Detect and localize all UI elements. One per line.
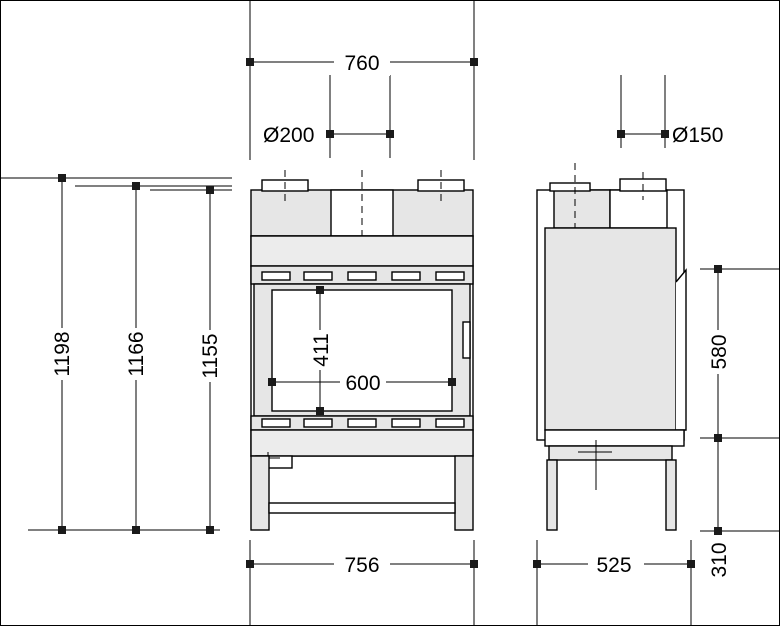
side-leg-front [546, 459, 558, 531]
side-view [536, 163, 687, 531]
front-upper-band [250, 235, 474, 267]
dimension-labels: 760 Ø200 Ø150 1198 1166 1155 411 600 756… [49, 48, 734, 582]
label-depth: 525 [596, 554, 631, 577]
front-upper-vent-slot [347, 271, 377, 281]
label-leg-height: 310 [708, 542, 731, 577]
front-lower-vent-slot [261, 418, 291, 428]
front-door-handle [462, 321, 471, 359]
label-flue-side: Ø150 [672, 124, 723, 147]
front-upper-vent-slot [435, 271, 465, 281]
side-door-lip [675, 268, 687, 431]
front-upper-vent-slot [261, 271, 291, 281]
front-stand-crossbar [268, 502, 456, 514]
front-base-band [250, 429, 474, 457]
side-top-section-rear [609, 189, 668, 229]
side-leg-rear [665, 459, 677, 531]
front-lower-vent-slot [391, 418, 421, 428]
side-base-tray [548, 445, 673, 461]
side-flue-stub-left [549, 182, 591, 192]
label-bottom-width: 756 [344, 554, 379, 577]
label-height-2: 1166 [125, 331, 148, 376]
label-flue-front: Ø200 [263, 124, 314, 147]
front-leg-right [454, 455, 474, 531]
front-view [250, 170, 474, 531]
label-side-height: 580 [708, 334, 731, 369]
label-height-1: 1198 [51, 331, 74, 376]
front-upper-vent-slot [391, 271, 421, 281]
front-lower-vent-slot [303, 418, 333, 428]
label-height-3: 1155 [199, 333, 222, 378]
label-top-width: 760 [344, 52, 379, 75]
dimension-markers [58, 58, 722, 568]
side-base-plate [544, 429, 685, 447]
front-upper-vent-slot [303, 271, 333, 281]
side-top-section [553, 189, 611, 229]
side-main-body [544, 227, 677, 431]
label-glass-width: 600 [345, 372, 380, 395]
front-leg-left [250, 455, 270, 531]
front-lower-vent-slot [435, 418, 465, 428]
front-lower-vent-slot [347, 418, 377, 428]
label-glass-height: 411 [310, 333, 333, 366]
